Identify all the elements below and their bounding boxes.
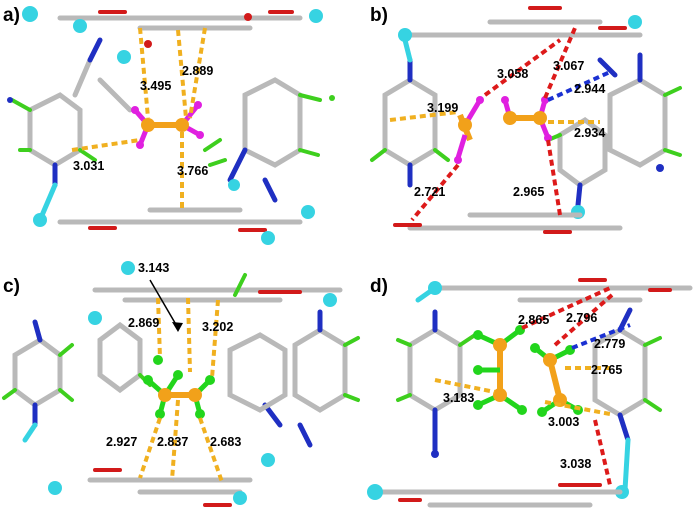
distance-label: 2.683: [210, 435, 241, 449]
panel-d-top-linker: [415, 278, 693, 303]
panel-a-guest-molecule: [131, 101, 204, 149]
distance-label: 2.721: [414, 185, 445, 199]
panel-c-inner-pyridine: [97, 321, 152, 394]
distance-label: 2.889: [182, 64, 213, 78]
distance-label: 3.766: [177, 164, 208, 178]
panel-d: d) 2.865 2.796 2.779 2.765 3.183 3.003 3…: [367, 276, 693, 508]
panel-b-left-pyridine: [370, 37, 450, 188]
distance-label: 2.765: [591, 363, 622, 377]
distance-label: 2.837: [157, 435, 188, 449]
panel-letter: a): [3, 5, 20, 26]
distance-label: 3.031: [73, 159, 104, 173]
panel-d-left-pyridine: [396, 309, 477, 458]
distance-label: 3.202: [202, 320, 233, 334]
distance-label: 3.003: [548, 415, 579, 429]
panel-b-bottom-linker: [393, 212, 623, 234]
panel-c-contacts: [138, 279, 224, 483]
distance-label: 3.199: [427, 101, 458, 115]
panel-a-contacts: [71, 27, 207, 210]
panel-b-right-pyridine: [597, 52, 682, 172]
panel-d-contacts: [434, 286, 631, 486]
panel-b-guest-molecule: [454, 96, 552, 164]
panel-c-top-linker: [88, 261, 343, 325]
distance-label: 2.869: [128, 316, 159, 330]
distance-label: 3.058: [497, 67, 528, 81]
distance-label: 2.944: [574, 82, 605, 96]
panel-letter: c): [3, 276, 20, 297]
distance-label: 2.779: [594, 337, 625, 351]
panel-a-bottom-linker: [57, 205, 315, 245]
distance-label: 3.067: [553, 59, 584, 73]
distance-label: 3.143: [138, 261, 169, 275]
panel-d-bottom-linker: [367, 483, 623, 508]
panel-letter: b): [370, 5, 388, 26]
distance-label: 3.183: [443, 391, 474, 405]
distance-label: 3.038: [560, 457, 591, 471]
panel-c-bottom-linker: [48, 453, 275, 507]
distance-label: 3.495: [140, 79, 171, 93]
distance-label: 2.934: [574, 126, 605, 140]
panel-c-right-pyridine: [227, 309, 360, 448]
panel-a: a) 3.495 2.889 3.031 3.766: [3, 5, 335, 245]
panel-c-guest-molecule: [143, 355, 215, 419]
panel-b-top-linker: [398, 6, 643, 42]
panel-c-left-pyridine: [2, 319, 74, 443]
distance-label: 2.796: [566, 311, 597, 325]
panel-a-top-linker: [22, 6, 323, 64]
panel-c: c) 3.143 2.869 3.202 2.927 2.837 2.683: [2, 261, 360, 507]
panel-b-contacts: [389, 27, 611, 222]
distance-label: 2.865: [518, 313, 549, 327]
panel-d-guest-molecule: [473, 325, 583, 417]
panel-a-left-pyridine: [7, 37, 133, 227]
panel-a-right-pyridine: [203, 77, 335, 203]
distance-label: 2.965: [513, 185, 544, 199]
panel-letter: d): [370, 276, 388, 297]
distance-label: 2.927: [106, 435, 137, 449]
panel-b: b) 3.058 3.067 3.199 2.944 2.934 2.721 2…: [370, 5, 682, 234]
